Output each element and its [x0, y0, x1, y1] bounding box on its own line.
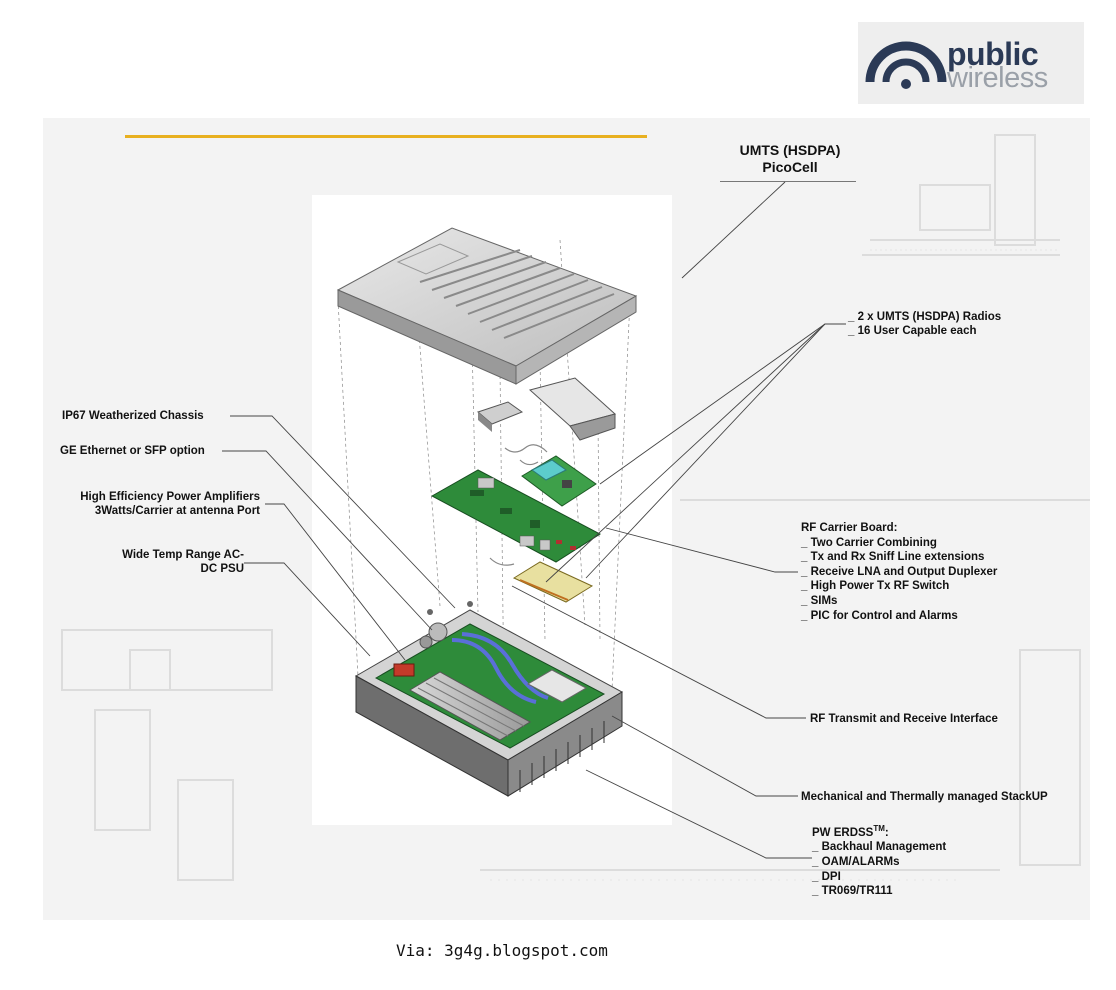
- erdss-item: _ OAM/ALARMs: [812, 856, 900, 869]
- callout-erdss: PW ERDSSTM: _ Backhaul Management _ OAM/…: [812, 822, 946, 899]
- erdss-item: _ DPI: [812, 870, 841, 883]
- radios-line-1: _ 2 x UMTS (HSDPA) Radios: [848, 311, 1002, 323]
- logo-word-public: public: [947, 36, 1039, 72]
- callout-stackup: Mechanical and Thermally managed StackUP: [801, 791, 1048, 803]
- rf-board-item: _ Tx and Rx Sniff Line extensions: [801, 551, 985, 564]
- lid: [336, 227, 638, 367]
- logo-word-wireless: wireless: [947, 62, 1048, 94]
- rf-board-item: _ High Power Tx RF Switch: [801, 580, 950, 593]
- callout-psu-line-1: Wide Temp Range AC-: [122, 549, 244, 561]
- callout-psu: Wide Temp Range AC- DC PSU: [80, 548, 244, 576]
- rf-board-item: _ PIC for Control and Alarms: [801, 609, 958, 622]
- erdss-item: _ TR069/TR111: [812, 885, 893, 898]
- callout-radios: _ 2 x UMTS (HSDPA) Radios _ 16 User Capa…: [848, 310, 1001, 338]
- diagram-title: UMTS (HSDPA) PicoCell: [720, 142, 860, 176]
- trademark-mark: TM: [873, 824, 885, 833]
- callout-power-amplifiers: High Efficiency Power Amplifiers 3Watts/…: [40, 490, 260, 518]
- rf-board-item: _ Receive LNA and Output Duplexer: [801, 565, 998, 578]
- title-line-1: UMTS (HSDPA): [739, 142, 841, 158]
- rf-board-heading: RF Carrier Board:: [801, 522, 898, 534]
- callout-rf-interface: RF Transmit and Receive Interface: [810, 713, 998, 725]
- erdss-heading: PW ERDSSTM:: [812, 822, 946, 840]
- radios-line-2: _ 16 User Capable each: [848, 325, 977, 337]
- accent-line: [125, 135, 647, 138]
- callout-ethernet: GE Ethernet or SFP option: [60, 445, 205, 457]
- callout-chassis: IP67 Weatherized Chassis: [62, 410, 204, 422]
- callout-psu-line-2: DC PSU: [200, 563, 244, 575]
- erdss-heading-text: PW ERDSS: [812, 826, 874, 839]
- callout-rf-carrier-board: RF Carrier Board: _ Two Carrier Combinin…: [801, 521, 997, 623]
- title-underline: [720, 181, 856, 182]
- erdss-item: _ Backhaul Management: [812, 841, 947, 854]
- callout-power-amplifiers-line-2: 3Watts/Carrier at antenna Port: [94, 505, 260, 517]
- source-credit: Via: 3g4g.blogspot.com: [396, 941, 608, 960]
- title-line-2: PicoCell: [762, 159, 818, 175]
- rf-board-item: _ Two Carrier Combining: [801, 536, 937, 549]
- callout-power-amplifiers-line-1: High Efficiency Power Amplifiers: [80, 491, 260, 503]
- rf-board-item: _ SIMs: [801, 594, 838, 607]
- erdss-heading-colon: :: [884, 826, 889, 839]
